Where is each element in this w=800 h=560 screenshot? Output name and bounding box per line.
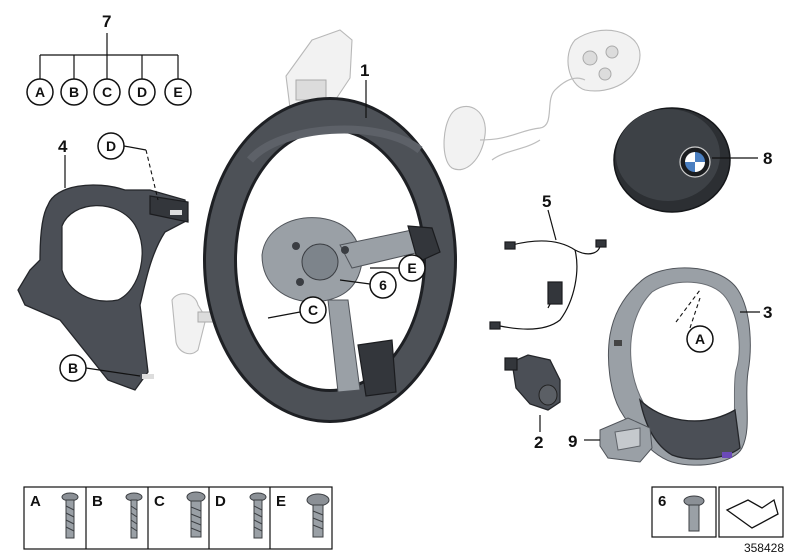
callout-5: 5 [542,192,551,211]
callout-8: 8 [763,149,772,168]
wheel-letter-c: C [308,302,318,318]
letter-b-trim: B [68,360,78,376]
ghost-shift-paddle-top [285,29,353,109]
wheel-letter-e-circle [398,254,426,282]
screw-b-icon [125,492,143,539]
letter-a-trim-circle [686,325,714,353]
bolt-6-icon [683,495,705,532]
legend-bolt-box [651,486,717,538]
reference-number: 358428 [744,541,784,555]
legend-bolt-6: 6 [651,486,717,538]
wheel-letter-e: E [407,260,416,276]
callout-7: 7 [102,12,111,31]
airbag-module [613,107,731,213]
legend-symbol-box [718,486,784,538]
callout-2: 2 [534,433,543,452]
legend-key-a: A [30,493,41,510]
letter-a-circle [26,78,54,106]
letter-a-trim: A [695,331,705,347]
letter-e: E [173,84,182,100]
callout-1: 1 [360,61,369,80]
callout-3: 3 [763,303,772,322]
ghost-switch-pad-right [443,29,641,171]
sensor-component [504,354,561,411]
legend-key-e: E [276,493,286,510]
legend-key-6: 6 [658,493,666,510]
screw-e-icon [306,493,330,538]
assembly-symbol-icon [725,498,779,529]
letter-c-circle [93,78,121,106]
screw-d-icon [249,492,267,539]
letter-a: A [35,84,45,100]
screw-a-icon [61,492,79,539]
callout-7-tree: 7 A B C D E [26,12,192,106]
legend-screws: A B C D E [23,486,333,550]
letter-b: B [69,84,79,100]
callout-9: 9 [568,432,577,451]
trim-cover-left [17,184,189,391]
wiring-harness [489,239,607,330]
callout-4: 4 [58,137,68,156]
trim-cover-right [607,267,751,466]
steering-wheel [203,97,457,423]
letter-d-circle [128,78,156,106]
bracket-part [599,417,653,463]
callout-6-wheel: 6 [379,277,387,293]
wheel-letter-c-circle [299,296,327,324]
legend-key-d: D [215,493,226,510]
letter-b-circle [60,78,88,106]
letter-c: C [102,84,112,100]
letter-e-circle [164,78,192,106]
callout-6-circle [369,271,397,299]
legend-key-b: B [92,493,103,510]
ghost-shift-paddle-left [171,293,217,355]
screw-c-icon [186,491,206,538]
legend-key-c: C [154,493,165,510]
letter-d-trim: D [106,138,116,154]
letter-d: D [137,84,147,100]
